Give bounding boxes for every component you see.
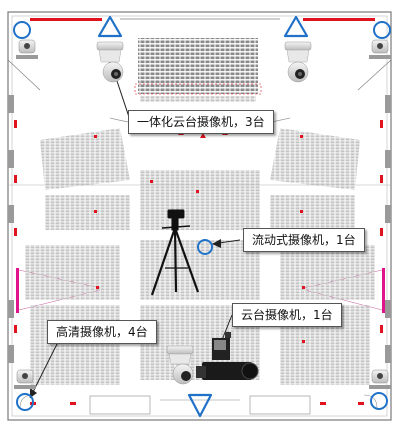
pink-side-bars [16, 268, 385, 313]
hd-camera-icon [369, 369, 391, 389]
audience-seating [25, 128, 375, 385]
red-wall-markers [14, 120, 383, 405]
ptz-camera-icon [166, 345, 194, 385]
hd-camera-icon [16, 39, 38, 59]
tripod-camera-icon [150, 209, 200, 296]
hall-walls [7, 11, 392, 421]
ptz-camera-icon [96, 41, 124, 83]
hd-camera-icon [369, 39, 391, 59]
mobile-camera-callout: 流动式摄像机，1台 [243, 228, 365, 252]
camera-position-triangle-icon [97, 15, 309, 418]
hd-camera-icon [14, 369, 36, 389]
ptz-camera-callout: 云台摄像机，1台 [232, 303, 342, 327]
front-seating-block [134, 38, 262, 102]
camera-position-circle-icon [13, 21, 391, 411]
hd-camera-callout: 高清摄像机，4台 [47, 320, 157, 344]
hd-camera-icon [196, 332, 259, 380]
red-stage-strips [30, 18, 375, 21]
ptz-integrated-camera-callout: 一体化云台摄像机，3台 [128, 110, 274, 134]
ptz-camera-icon [284, 41, 312, 83]
